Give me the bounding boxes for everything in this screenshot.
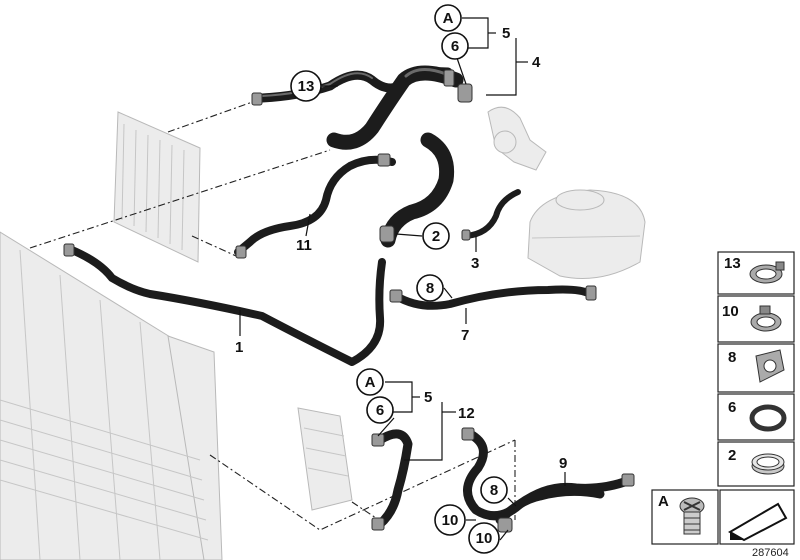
svg-text:10: 10 [476,530,493,547]
svg-text:8: 8 [426,280,434,297]
callout-4: 4 [532,54,541,71]
aux-radiator-ghost [113,111,201,263]
clamps [63,69,635,533]
legend-label-A: A [658,493,669,510]
callout-9: 9 [559,455,567,472]
hose-9 [463,429,635,525]
legend-label-2: 2 [728,447,736,464]
callout-8-mid: 8 [416,274,444,302]
hose-3 [463,189,521,239]
band-clamp-2-icon [751,453,785,475]
hose-7 [392,285,594,310]
legend-label-6: 6 [728,399,736,416]
expansion-tank-ghost [527,189,646,280]
callout-6-bottom: 6 [366,396,394,424]
callout-6-top: 6 [441,32,469,60]
callout-10-a: 10 [434,504,466,536]
svg-text:2: 2 [432,228,440,245]
legend-label-8: 8 [728,349,736,366]
svg-text:6: 6 [376,402,384,419]
bleed-screw-A-icon [679,497,705,535]
callout-12: 12 [458,405,475,422]
callout-A-top: A [434,4,462,32]
legend-panel: 13 10 8 6 2 [651,251,795,545]
svg-text:A: A [443,10,454,27]
reference-number: 287604 [752,547,789,559]
svg-text:8: 8 [490,482,498,499]
hose-11 [234,155,396,256]
svg-text:6: 6 [451,38,459,55]
callout-5-bottom: 5 [424,389,432,406]
hose-1 [68,246,386,366]
heat-exchanger-ghost [297,407,353,511]
callout-8-low: 8 [480,476,508,504]
callout-10-b: 10 [468,522,500,554]
callout-13: 13 [290,70,322,102]
hose-upper-main [326,65,464,150]
svg-text:10: 10 [442,512,459,529]
radiator-ghost [0,231,223,560]
leader-lines [239,17,566,541]
legend-label-13: 13 [724,255,741,272]
hose-12 [375,429,413,529]
callout-2: 2 [422,222,450,250]
callout-5-top: 5 [502,25,510,42]
hose-clamp-10-icon [750,305,782,332]
hose-2-vertical [380,132,455,248]
callout-1: 1 [235,339,243,356]
thermostat-ghost [487,106,547,171]
arrow-icon [728,502,788,542]
hose-clamp-13-icon [749,261,785,284]
callout-11: 11 [296,237,312,254]
o-ring-6-icon [749,404,787,432]
legend-label-10: 10 [722,303,739,320]
callout-3: 3 [471,255,479,272]
callout-7: 7 [461,327,469,344]
svg-text:13: 13 [298,78,315,95]
svg-text:A: A [365,374,376,391]
callout-A-bottom: A [356,368,384,396]
spring-clip-8-icon [755,349,785,383]
